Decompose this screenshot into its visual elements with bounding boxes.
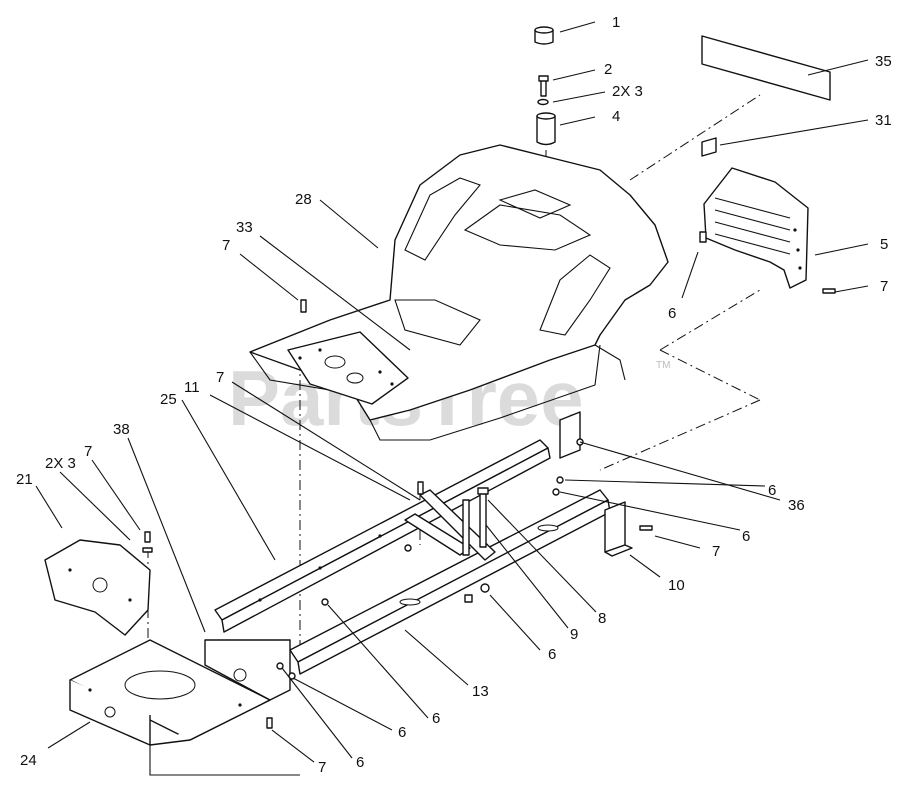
callout-6: 6 — [356, 754, 364, 771]
callout-2: 2 — [604, 61, 612, 78]
callout-2x3: 2X 3 — [612, 83, 643, 100]
callout-2x3: 2X 3 — [45, 455, 76, 472]
callout-7: 7 — [84, 443, 92, 460]
part-5-grille — [703, 167, 809, 289]
callout-36: 36 — [788, 497, 805, 514]
callout-25: 25 — [160, 391, 177, 408]
callout-31: 31 — [875, 112, 892, 129]
callout-33: 33 — [236, 219, 253, 236]
callout-24: 24 — [20, 752, 37, 769]
fasteners — [142, 231, 707, 729]
part-10-bracket — [604, 501, 633, 557]
callout-7: 7 — [880, 278, 888, 295]
watermark-trademark: TM — [656, 360, 670, 371]
callout-7: 7 — [216, 369, 224, 386]
callout-6: 6 — [398, 724, 406, 741]
part-13-frame-rail-right — [289, 489, 611, 675]
callout-21: 21 — [16, 471, 33, 488]
callout-9: 9 — [570, 626, 578, 643]
callout-7: 7 — [222, 237, 230, 254]
callout-10: 10 — [668, 577, 685, 594]
callout-28: 28 — [295, 191, 312, 208]
part-4-spacer — [536, 112, 556, 146]
callout-4: 4 — [612, 108, 620, 125]
callout-11: 11 — [184, 379, 200, 396]
part-21-shield — [44, 539, 151, 636]
part-8-9-links — [462, 487, 489, 556]
part-7-screw-grille — [822, 288, 836, 294]
callout-1: 1 — [612, 14, 620, 31]
leader-lines — [35, 21, 869, 763]
part-2-bolt — [538, 75, 549, 97]
callout-35: 35 — [875, 53, 892, 70]
callout-13: 13 — [472, 683, 489, 700]
assembly-centerlines — [147, 94, 761, 660]
part-1-cap — [534, 26, 554, 45]
callout-5: 5 — [880, 236, 888, 253]
callout-38: 38 — [113, 421, 130, 438]
part-background-plate — [149, 745, 300, 776]
callout-6: 6 — [668, 305, 676, 322]
part-33-plate — [287, 331, 409, 405]
callout-labels: 1 2 2X 3 4 35 31 28 33 7 5 7 6 11 7 25 3… — [16, 14, 892, 776]
callout-7: 7 — [318, 759, 326, 776]
part-36-bracket — [559, 411, 581, 459]
callout-6: 6 — [548, 646, 556, 663]
callout-6: 6 — [742, 528, 750, 545]
part-25-frame-rail-left — [214, 439, 551, 633]
callout-7: 7 — [712, 543, 720, 560]
part-35-decal — [701, 35, 831, 101]
part-31-decal — [701, 137, 717, 157]
part-38-bracket — [204, 639, 291, 701]
callout-6: 6 — [432, 710, 440, 727]
callout-6: 6 — [768, 482, 776, 499]
part-3-washer — [537, 98, 549, 106]
callout-8: 8 — [598, 610, 606, 627]
